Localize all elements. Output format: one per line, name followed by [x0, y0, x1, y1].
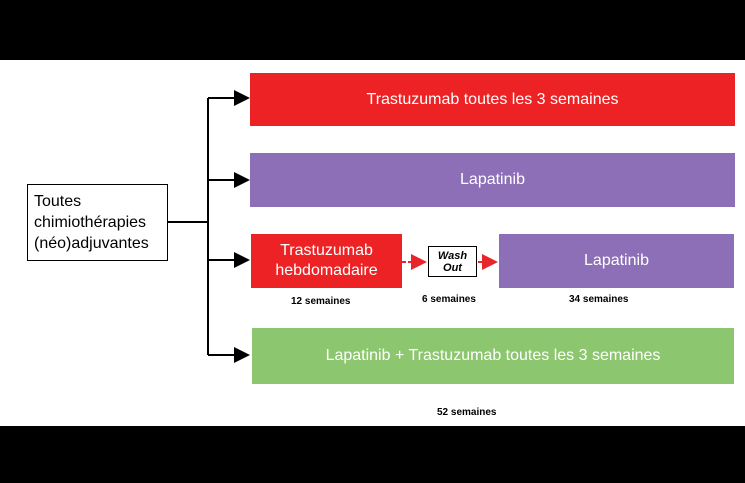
- washout-line1: Wash: [437, 249, 468, 262]
- diagram-canvas: Toutes chimiothérapies (néo)adjuvantes T…: [0, 60, 745, 426]
- washout-box: Wash Out: [428, 246, 477, 277]
- arm1-trastuzumab-box: Trastuzumab toutes les 3 semaines: [250, 73, 735, 126]
- arm2-lapatinib-box: Lapatinib: [250, 153, 735, 207]
- arm3-trastuzumab-line1: Trastuzumab: [280, 242, 373, 259]
- source-box: Toutes chimiothérapies (néo)adjuvantes: [27, 184, 168, 261]
- arm4-label: Lapatinib + Trastuzumab toutes les 3 sem…: [325, 347, 661, 364]
- arm1-label: Trastuzumab toutes les 3 semaines: [366, 90, 619, 108]
- arm3-lapatinib-box: Lapatinib: [499, 234, 734, 288]
- duration-trastuzumab: 12 semaines: [291, 296, 351, 307]
- arm3-trastuzumab-box: Trastuzumab hebdomadaire: [251, 234, 402, 288]
- total-duration: 52 semaines: [437, 407, 497, 418]
- source-line-1: Toutes: [34, 193, 82, 210]
- source-line-2: chimiothérapies: [34, 214, 147, 231]
- arm3-trastuzumab-line2: hebdomadaire: [275, 262, 378, 279]
- arm3-lapatinib-label: Lapatinib: [584, 252, 649, 269]
- duration-lapatinib: 34 semaines: [569, 294, 629, 305]
- duration-washout: 6 semaines: [422, 294, 476, 305]
- arm4-combination-box: Lapatinib + Trastuzumab toutes les 3 sem…: [252, 328, 734, 384]
- source-line-3: (néo)adjuvantes: [34, 235, 149, 252]
- washout-line2: Out: [443, 261, 462, 274]
- arm2-label: Lapatinib: [460, 171, 525, 188]
- connector-lines: [168, 90, 498, 363]
